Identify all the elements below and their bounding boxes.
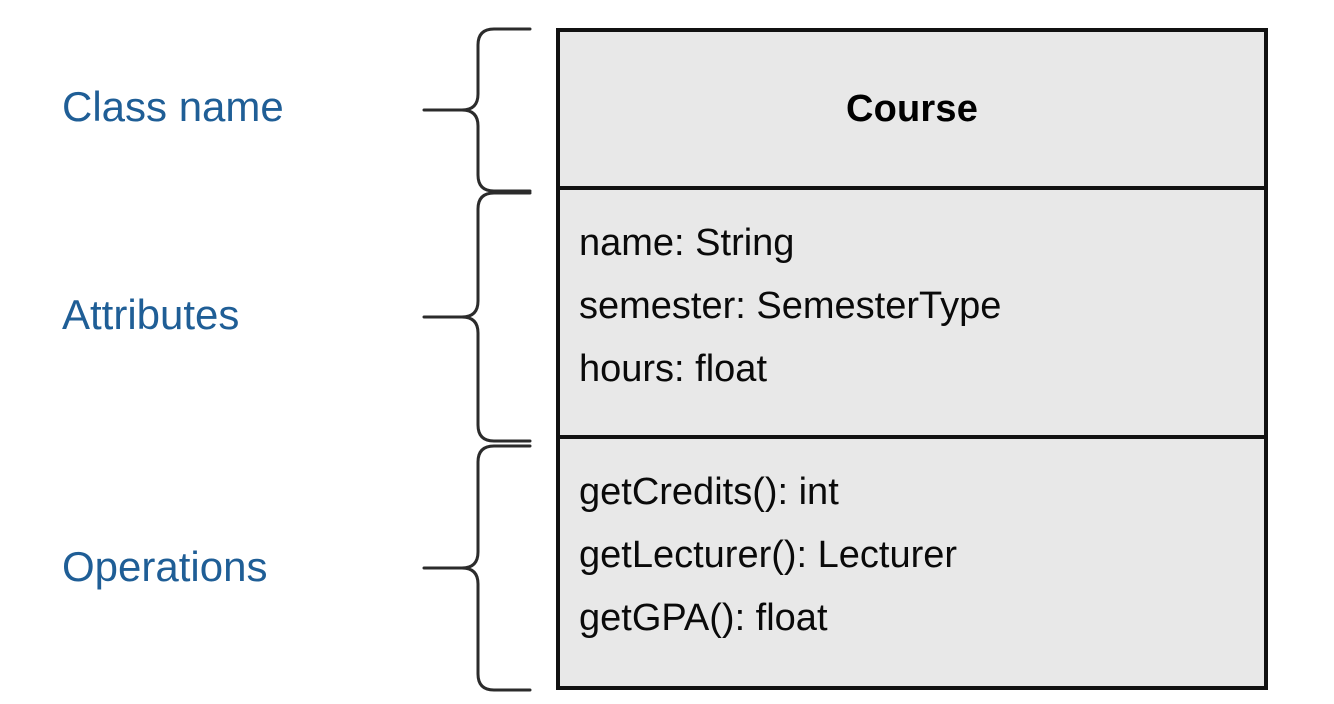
- class-name-text: Course: [845, 87, 979, 130]
- attribute-row: hours: float: [579, 348, 767, 390]
- operation-row: getGPA(): float: [579, 597, 828, 639]
- class-name-compartment: Course: [560, 32, 1264, 190]
- brace-connector-attributes: [422, 191, 532, 443]
- operation-row: getCredits(): int: [579, 471, 839, 513]
- operation-row: getLecturer(): Lecturer: [579, 534, 958, 576]
- brace-connector-operations: [422, 444, 532, 692]
- annotation-label-class-name: Class name: [62, 83, 284, 130]
- operations-compartment: getCredits(): int getLecturer(): Lecture…: [560, 439, 1264, 686]
- annotation-label-attributes: Attributes: [62, 291, 240, 338]
- attributes-compartment: name: String semester: SemesterType hour…: [560, 190, 1264, 439]
- annotation-label-operations: Operations: [62, 543, 268, 590]
- brace-connector-class-name: [422, 27, 532, 193]
- uml-class-box: Course name: String semester: SemesterTy…: [556, 28, 1268, 690]
- attribute-row: semester: SemesterType: [579, 285, 1002, 327]
- attribute-row: name: String: [579, 222, 795, 264]
